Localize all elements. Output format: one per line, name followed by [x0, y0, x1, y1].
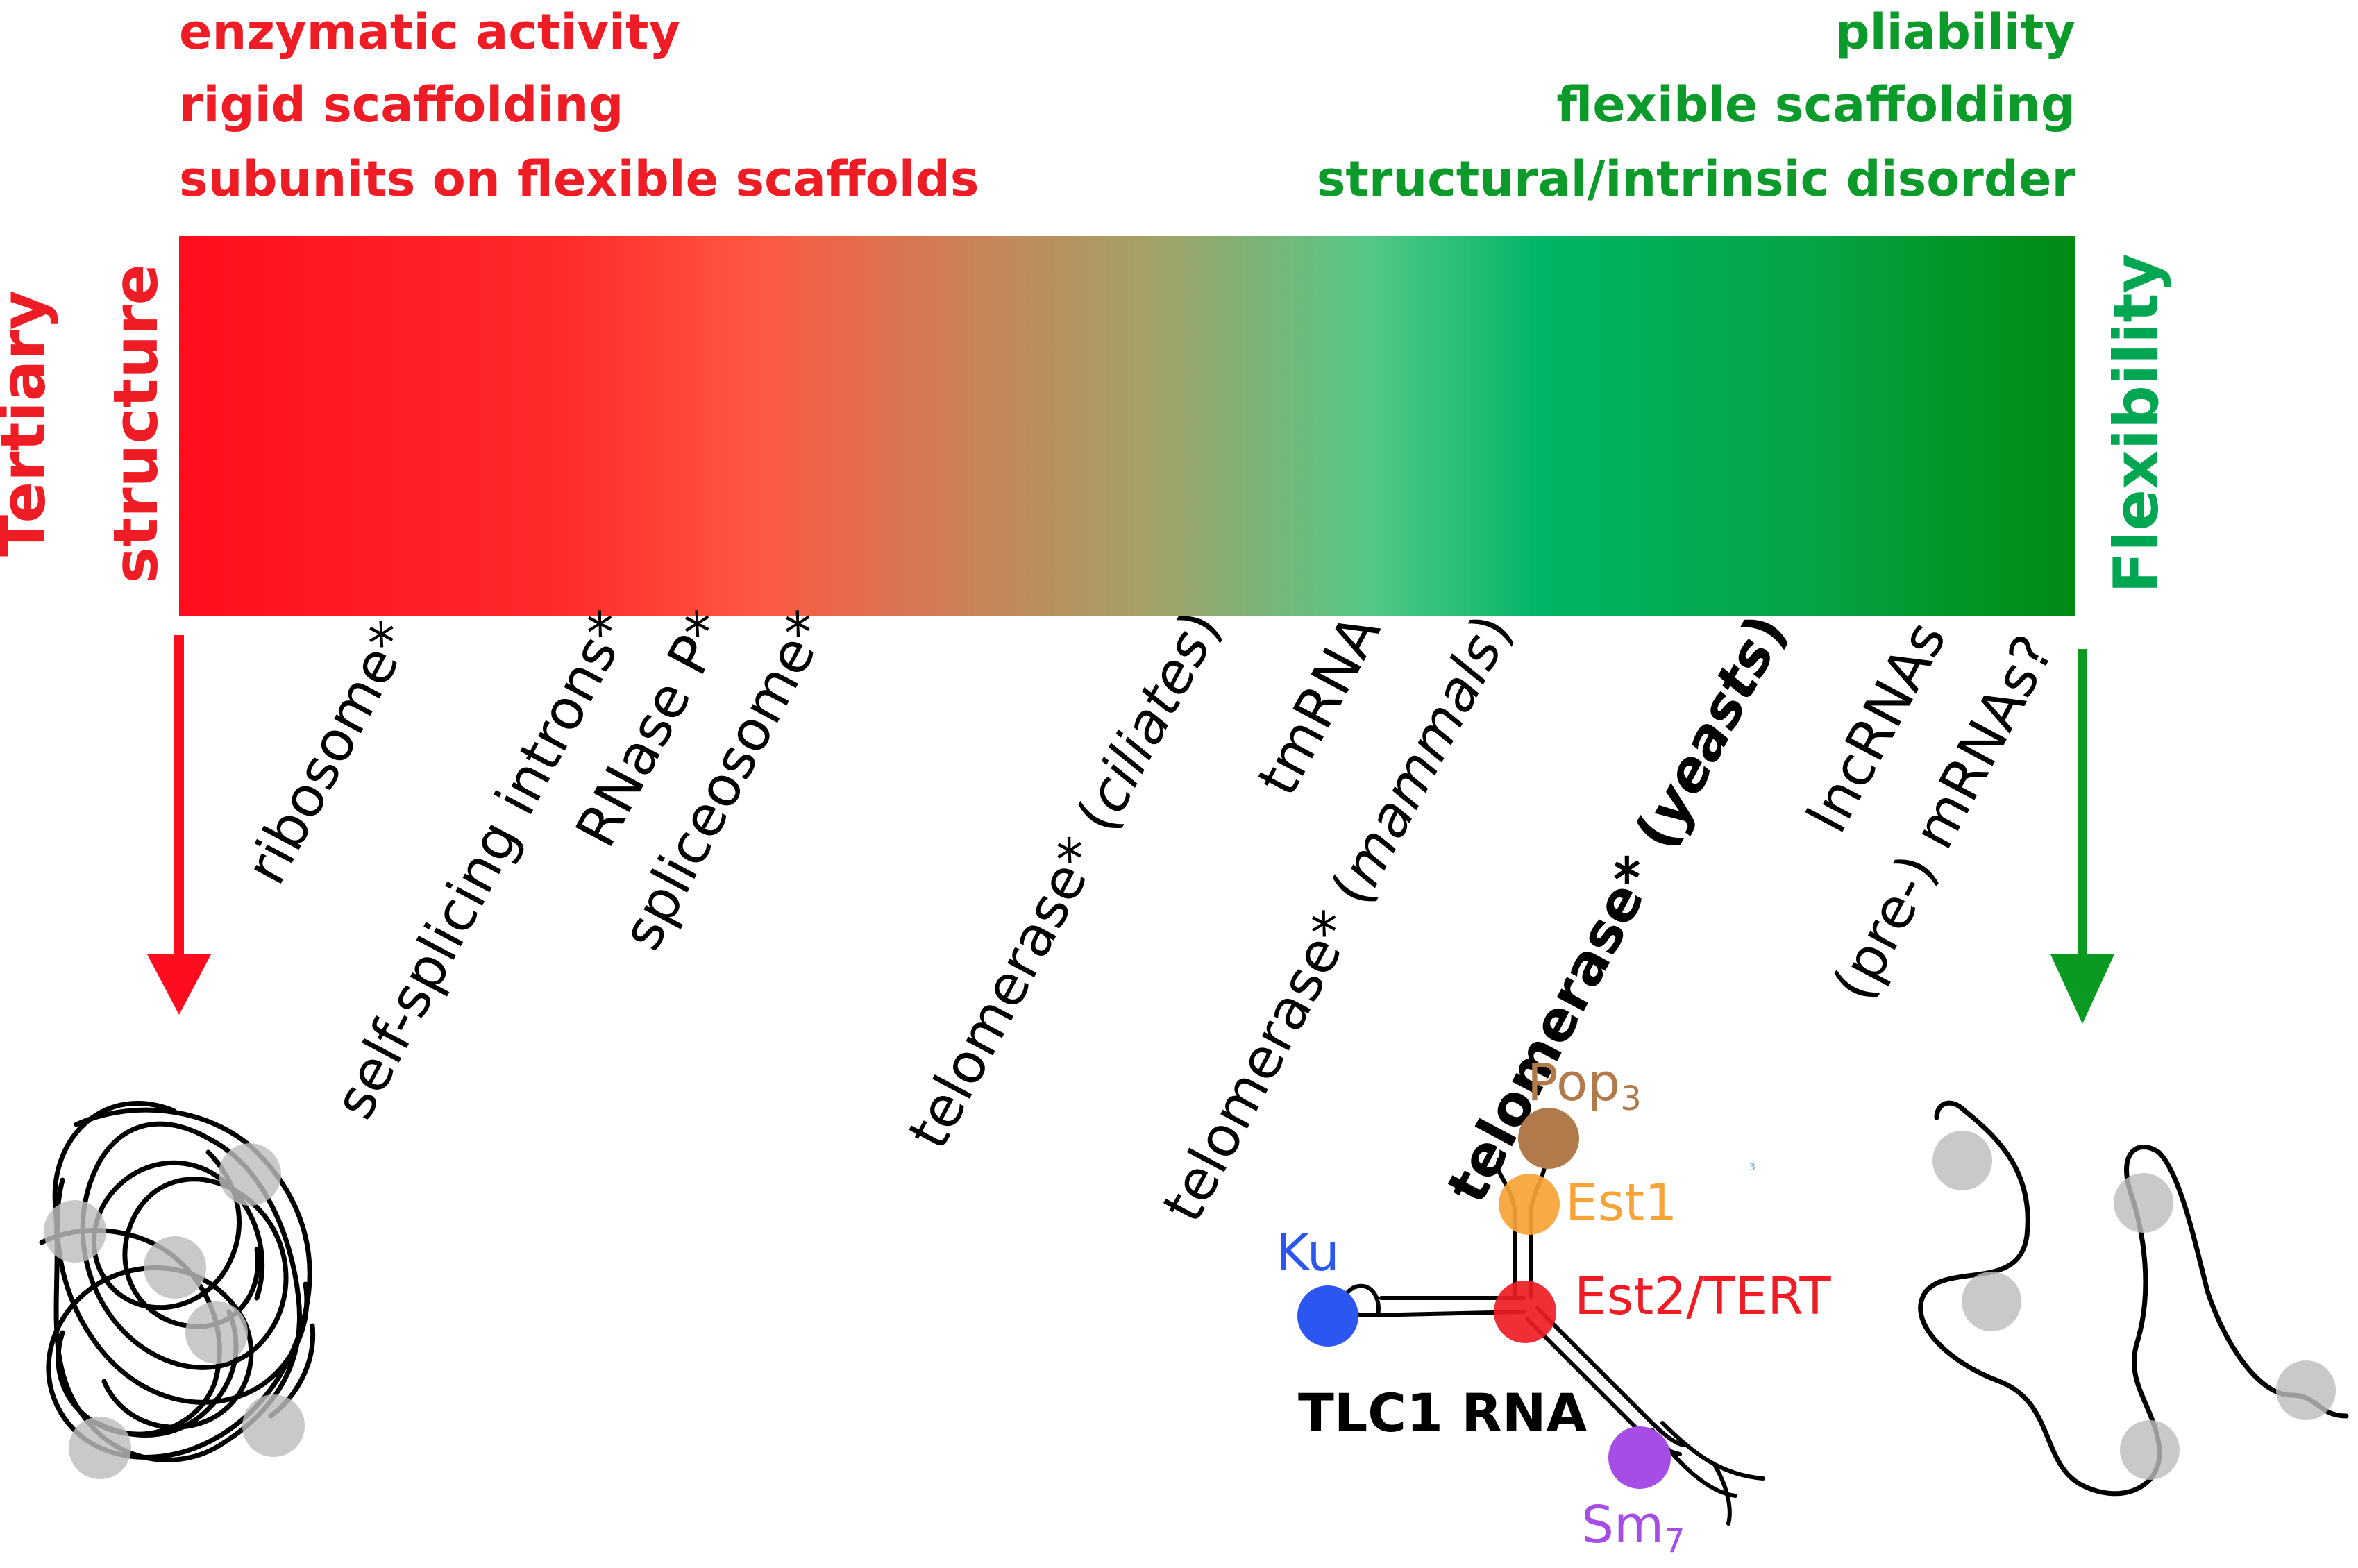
structure-flexibility-spectrum-bar [179, 236, 2075, 616]
sm7-label-subscript: 7 [1664, 1521, 1685, 1560]
property-rigid-scaffolding: rigid scaffolding [179, 76, 623, 133]
tlc1-rna-label: TLC1 RNA [1298, 1382, 1588, 1444]
property-enzymatic-activity: enzymatic activity [179, 3, 680, 60]
ku-label: Ku [1276, 1223, 1340, 1283]
protein-bead [219, 1143, 281, 1206]
telomerase-yeasts-species: yeasts [1635, 627, 1787, 837]
est1-label: Est1 [1565, 1173, 1677, 1233]
protein-bead [2276, 1360, 2336, 1420]
rna-examples: ribosome* self-splicing introns* RNase P… [233, 600, 2066, 1232]
tertiary-structure-axis-label: Tertiary structure [0, 264, 171, 583]
protein-bead [1932, 1131, 1992, 1190]
stray-mark: 3 [1749, 1162, 1755, 1173]
flexible-properties-list: pliability flexible scaffolding structur… [1317, 3, 2076, 208]
axis-word-tertiary: Tertiary [0, 290, 59, 557]
ku-protein-circle [1297, 1285, 1358, 1347]
property-structural-intrinsic-disorder: structural/intrinsic disorder [1317, 151, 2076, 208]
example-telomerase-ciliates: telomerase* (ciliates) [895, 600, 1233, 1158]
rigid-direction-arrow [147, 635, 211, 1015]
est2-tert-label: Est2/TERT [1574, 1267, 1831, 1326]
axis-word-structure: structure [100, 264, 171, 583]
example-ribosome: ribosome* [233, 611, 425, 894]
pop3-circle [1518, 1108, 1579, 1169]
telomerase-ciliates-species: ciliates [1075, 620, 1223, 823]
rigid-properties-list: enzymatic activity rigid scaffolding sub… [179, 3, 979, 208]
flexible-direction-arrow [2050, 649, 2114, 1024]
protein-bead [144, 1236, 206, 1299]
flexibility-axis-label: Flexibility [2100, 253, 2172, 593]
pop3-label-subscript: 3 [1620, 1079, 1642, 1118]
sm7-label-base: Sm [1581, 1495, 1664, 1555]
property-subunits-on-flexible-scaffolds: subunits on flexible scaffolds [179, 151, 979, 208]
telomerase-mammals-prefix: telomerase* ( [1150, 866, 1386, 1232]
pop3-label: Pop3 [1527, 1053, 1642, 1118]
tlc1-telomerase-schematic: Pop3 Est1 Est2/TERT Ku Sm7 TLC1 RNA 3 [1276, 1053, 1831, 1560]
protein-bead [1962, 1272, 2021, 1331]
protein-bead [2120, 1420, 2180, 1480]
telomerase-ciliates-prefix: telomerase* ( [895, 793, 1131, 1159]
flexible-rna-strand-illustration [1918, 1100, 2349, 1497]
property-pliability: pliability [1835, 3, 2075, 60]
est2-tert-circle [1494, 1281, 1556, 1343]
example-tmrna: tmRNA [1245, 604, 1392, 806]
protein-bead [2114, 1173, 2173, 1233]
property-flexible-scaffolding: flexible scaffolding [1556, 76, 2075, 133]
est1-circle [1499, 1174, 1560, 1235]
protein-bead [44, 1200, 106, 1263]
compact-rna-tangle-illustration [39, 1101, 316, 1479]
pop3-label-base: Pop [1527, 1053, 1620, 1113]
protein-bead [242, 1394, 305, 1457]
sm7-circle [1608, 1426, 1671, 1489]
protein-bead [69, 1417, 131, 1479]
sm7-label: Sm7 [1581, 1495, 1685, 1560]
protein-bead [185, 1301, 248, 1364]
